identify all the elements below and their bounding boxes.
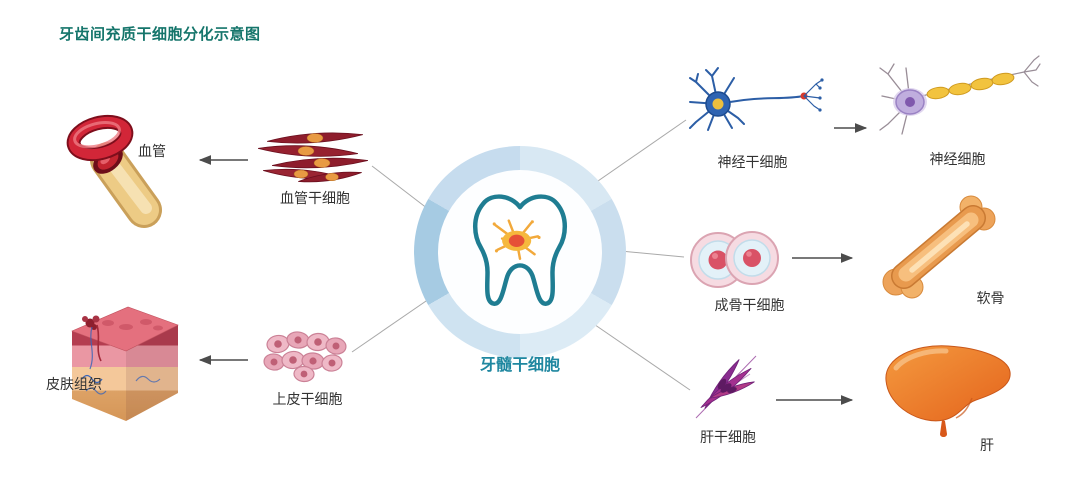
epithelial-stem-cells-label: 上皮干细胞 xyxy=(272,392,343,408)
vessel-label: 血管 xyxy=(138,144,166,160)
nerve-cell-label: 神经细胞 xyxy=(929,152,986,168)
pulp-stem-cell-label: 牙髓干细胞 xyxy=(479,355,560,374)
liver-stem-cells-label: 肝干细胞 xyxy=(700,430,756,446)
pulp-stem-cell-icon xyxy=(492,219,541,260)
liver-stem-cells-icon xyxy=(695,355,757,419)
osteogenic-stem-cells-label: 成骨干细胞 xyxy=(714,298,785,314)
hub-inner-circle xyxy=(438,170,602,334)
neural-stem-cell-label: 神经干细胞 xyxy=(717,155,788,171)
blood-vessel-icon xyxy=(66,114,162,228)
vascular-stem-cells-label: 血管干细胞 xyxy=(280,191,350,207)
liver-icon xyxy=(885,345,1011,437)
epithelial-stem-cells-icon xyxy=(263,331,347,383)
neural-stem-cell-icon xyxy=(689,67,824,131)
osteogenic-stem-cells-icon xyxy=(690,231,779,288)
skin-tissue-icon xyxy=(71,306,179,421)
skin-tissue-label: 皮肤组织 xyxy=(46,377,102,393)
liver-label: 肝 xyxy=(980,438,994,454)
diagram-title: 牙齿间充质干细胞分化示意图 xyxy=(59,25,261,43)
tooth-icon xyxy=(472,194,568,306)
cartilage-icon xyxy=(882,195,996,299)
nerve-cell-icon xyxy=(879,55,1041,135)
vascular-stem-cells-icon xyxy=(257,132,369,183)
cartilage-label: 软骨 xyxy=(976,291,1005,307)
hub-ring xyxy=(414,146,626,358)
